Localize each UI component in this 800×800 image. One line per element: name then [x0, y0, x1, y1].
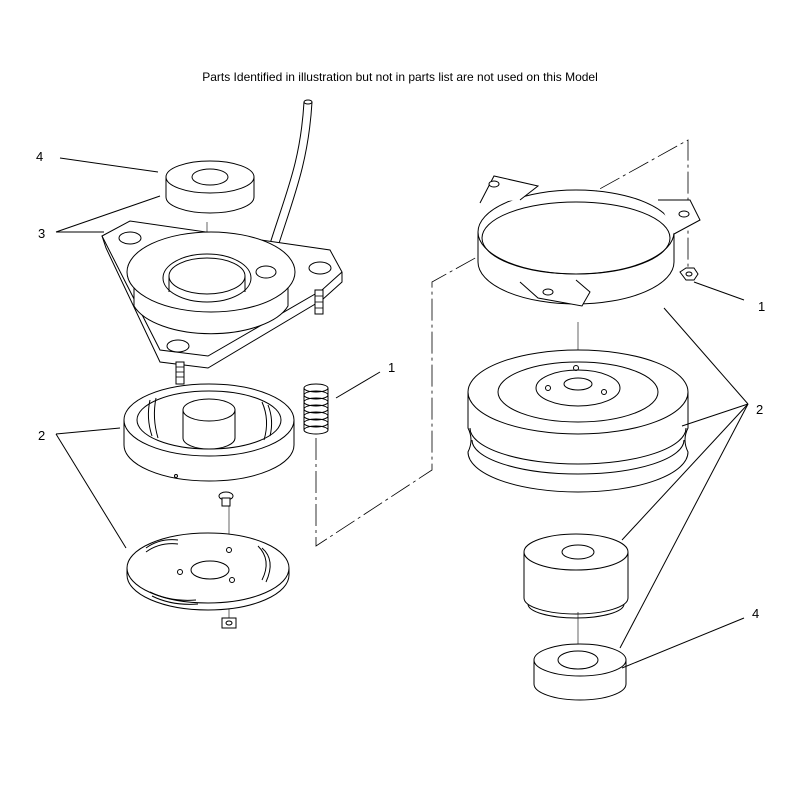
left-nut: [221, 617, 237, 629]
pulley: [467, 349, 689, 493]
callout-right-1: 1: [758, 299, 765, 314]
parts-note: Parts Identified in illustration but not…: [202, 70, 598, 84]
callout-left-2: 2: [38, 428, 45, 443]
callout-right-4: 4: [752, 606, 759, 621]
callout-left-1: 1: [388, 360, 395, 375]
right-nut: [679, 267, 699, 281]
rotor: [123, 383, 295, 482]
armature-plate: [126, 532, 290, 611]
right-bearing: [533, 643, 627, 701]
field-coil-plate: [101, 220, 343, 385]
callout-right-2: 2: [756, 402, 763, 417]
left-bearing: [165, 160, 255, 214]
leader-lines: [55, 157, 749, 669]
rivet: [218, 491, 234, 507]
brake-cover: [477, 175, 701, 307]
callout-left-3: 3: [38, 226, 45, 241]
spring: [303, 383, 329, 435]
callout-left-4: 4: [36, 149, 43, 164]
hub: [523, 533, 629, 619]
alignment-centerline: [315, 139, 689, 547]
